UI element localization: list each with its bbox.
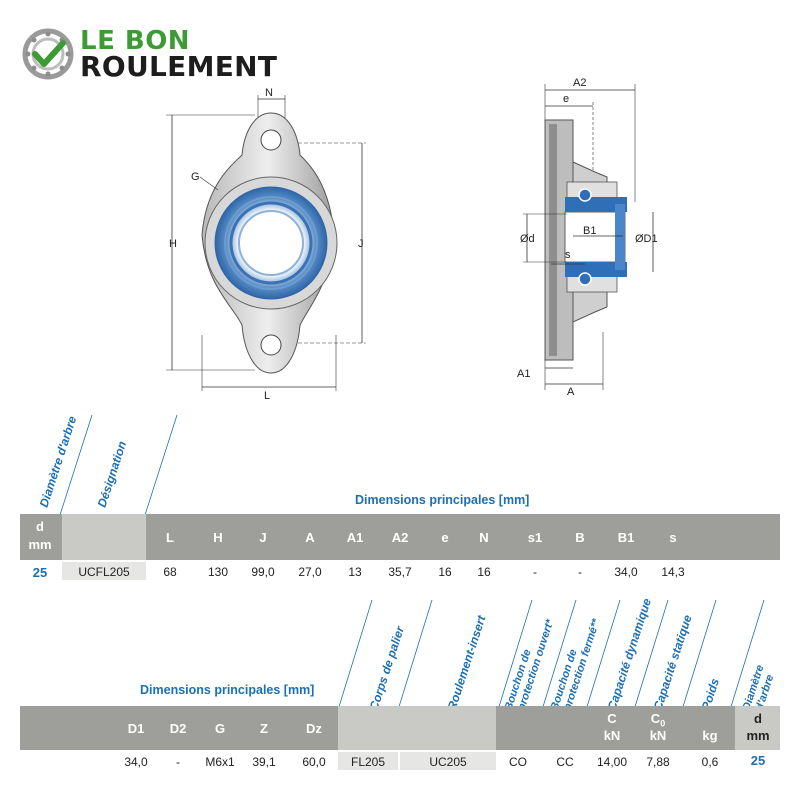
table2-housing-cell [338,752,398,770]
label-d: Ød [520,233,535,245]
table2-insert-cell [400,752,496,770]
label-A1: A1 [517,368,530,380]
table1-header-col: A2 [391,530,409,545]
table1-header-col: N [479,530,489,545]
table2-header-col: D2 [169,721,187,736]
table2-value-C0: 7,88 [646,755,670,769]
label-A2: A2 [573,77,586,89]
label-e: e [563,93,569,105]
logo-text-line1: LE BON [80,26,191,56]
side-view-drawing: A2 e Ød B1 ØD1 s A1 A [517,77,658,398]
table1-header-mm: mm [28,537,52,552]
table1-value-col: - [578,565,582,579]
table2-value-col: 60,0 [302,755,326,769]
table2-value-weight: 0,6 [701,755,719,769]
label-B1: B1 [583,225,596,237]
table1-value-col: - [533,565,537,579]
label-H: H [169,238,177,250]
table1-value-col: 34,0 [614,565,638,579]
table1-header-col: s [669,530,677,545]
table2-header-C0-kN: kN [649,728,667,743]
table2-header-mm: mm [746,728,770,743]
table2-header-col: Dz [306,721,322,736]
label-J: J [358,238,364,250]
table2-header-C: C [607,711,617,726]
table2-d-header-cell [735,706,780,750]
table1-header-col: s1 [527,530,543,545]
table1-value-col: 16 [438,565,452,579]
table1-value-col: 68 [163,565,177,579]
table2-diagonals [337,600,765,710]
table2-header-col: G [214,721,226,736]
table2-value-col: M6x1 [205,755,235,769]
table2-header-C0: C0 [650,711,666,729]
table1-header-col: B1 [617,530,635,545]
table1-value-col: 13 [348,565,362,579]
table2-value-col: 39,1 [252,755,276,769]
table2-value-col: 34,0 [124,755,148,769]
table1-header-col: e [441,530,449,545]
label-L: L [264,390,270,402]
table2-value-d: 25 [750,753,766,768]
table2-value-insert: UC205 [429,755,467,769]
table1-value-col: 27,0 [298,565,322,579]
table1-diagonals [59,415,178,515]
label-s: s [565,249,571,261]
logo-bearing-icon [22,28,74,80]
table2-value-closed-cap: CC [556,755,574,769]
table1-value-col: 35,7 [388,565,412,579]
table2-value-C: 14,00 [596,755,628,769]
table2-header-C0-sub: 0 [660,718,666,729]
table1-value-col: 99,0 [251,565,275,579]
table2-header-col: D1 [127,721,145,736]
table2-header-d: d [754,711,762,726]
table1-designation-cell [62,562,146,580]
table1-header-col: B [575,530,585,545]
table1-header-band [20,514,780,560]
table1-header-d: d [36,519,44,534]
table1-header-col: A [305,530,315,545]
table2-title: Dimensions principales [mm] [140,683,315,697]
table2-header-kg: kg [702,728,718,743]
table2-header-C-kN: kN [603,728,621,743]
table1-header-col: H [213,530,223,545]
table1-designation-header-cell [62,514,146,560]
table1-value-col: 130 [207,565,229,579]
table1-value-d: 25 [32,565,48,580]
table1-header-col: A1 [346,530,364,545]
table2-value-col: - [176,755,180,769]
label-A: A [567,386,575,398]
front-view-drawing: N G H J L [166,87,366,402]
table1-value-designation: UCFL205 [78,565,130,579]
label-G: G [191,171,200,183]
label-N: N [265,87,273,99]
table1-header-col: L [166,530,174,545]
logo-text-line2: ROULEMENT [80,50,278,83]
table1-header-col: J [259,530,267,545]
table1-value-col: 14,3 [661,565,685,579]
table2-value-open-cap: CO [509,755,527,769]
table1-title: Dimensions principales [mm] [355,493,530,507]
table1-value-col: 16 [477,565,491,579]
label-D1: ØD1 [635,233,658,245]
table2-header-col: Z [260,721,268,736]
table2-value-housing: FL205 [350,755,386,769]
table2-housing-header-cell [338,706,496,750]
